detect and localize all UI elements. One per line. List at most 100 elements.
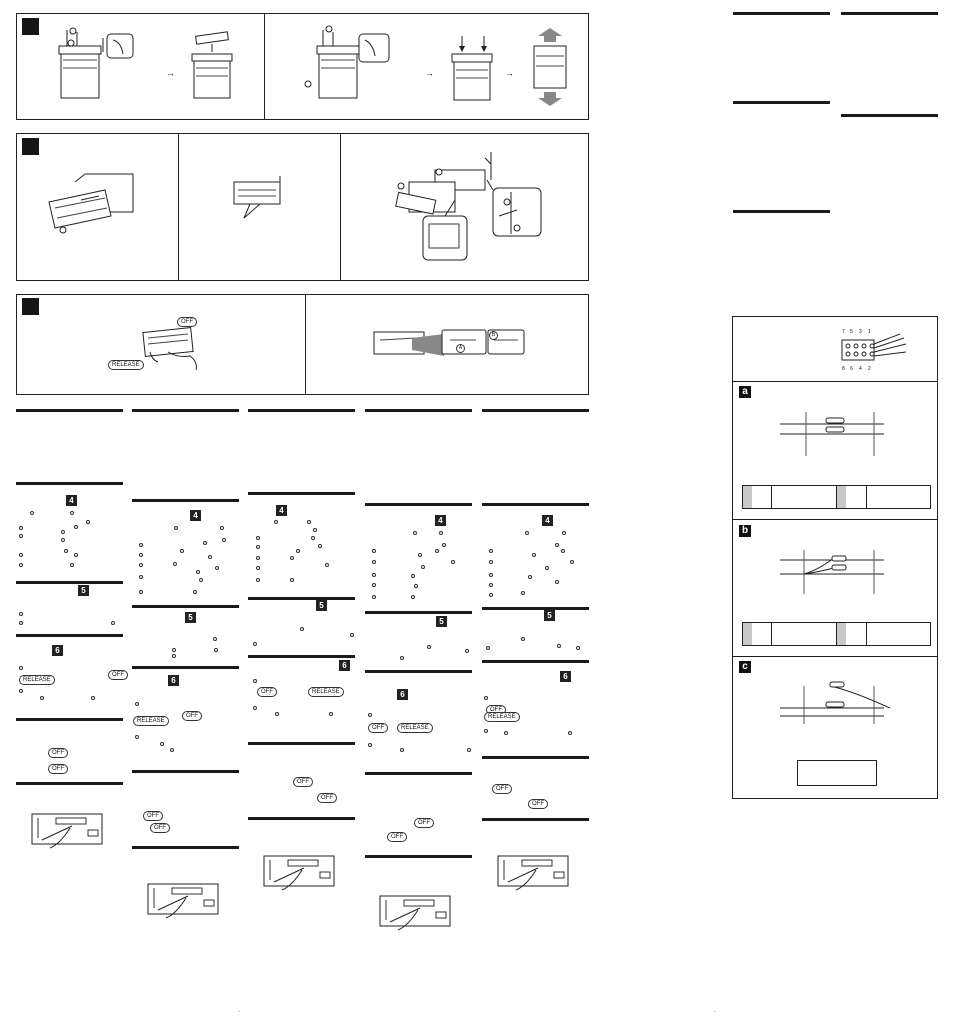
bullet (489, 549, 493, 553)
release-button-tag: RELEASE (108, 360, 144, 370)
bullet (435, 549, 439, 553)
section-rule (132, 605, 239, 608)
unit-front-reset-illustration (31, 813, 103, 849)
detach-panel-illustration (142, 327, 197, 371)
bullet (256, 578, 260, 582)
unit-screw-illustration (58, 27, 134, 99)
panel-c-marker: c (739, 661, 751, 673)
bullet (290, 556, 294, 560)
bullet (568, 731, 572, 735)
bullet (214, 648, 218, 652)
panel-b-marker: b (739, 525, 751, 537)
bullet (30, 511, 34, 515)
bullet (19, 666, 23, 670)
pin-label: 6 (850, 366, 853, 372)
off-button-tag: OFF (108, 670, 128, 680)
section-rule (132, 770, 239, 773)
bullet (465, 649, 469, 653)
bullet (521, 637, 525, 641)
panel-a-marker: a (739, 386, 751, 398)
figure-panel-mounting-1 (16, 13, 589, 120)
step-6-badge: 6 (560, 671, 571, 682)
bullet (19, 553, 23, 557)
bullet (170, 748, 174, 752)
off-button-tag: OFF (182, 711, 202, 721)
bullet (173, 562, 177, 566)
bullet (193, 590, 197, 594)
bullet (19, 534, 23, 538)
section-rule (248, 409, 355, 412)
bullet (91, 696, 95, 700)
bullet (562, 531, 566, 535)
bullet (414, 584, 418, 588)
figure-divider (264, 13, 265, 120)
bullet (521, 591, 525, 595)
step-6-badge: 6 (52, 645, 63, 656)
pin-label: 7 (842, 329, 845, 335)
section-rule (248, 597, 355, 600)
front-panel-attach-illustration (373, 329, 525, 356)
bullet (135, 735, 139, 739)
bullet (19, 689, 23, 693)
table-divider (771, 485, 772, 509)
bullet (400, 748, 404, 752)
bullet (296, 549, 300, 553)
bullet (570, 560, 574, 564)
wiring-b-illustration (780, 550, 884, 594)
bracket-assembly-illustration (395, 152, 542, 261)
bullet (325, 563, 329, 567)
bullet (215, 566, 219, 570)
step-4-badge: 4 (435, 515, 446, 526)
release-button-tag: RELEASE (484, 712, 520, 722)
bullet (139, 590, 143, 594)
note-box-c (797, 760, 877, 786)
bullet (139, 543, 143, 547)
section-rule (16, 581, 123, 584)
bullet (180, 549, 184, 553)
section-rule (132, 666, 239, 669)
bullet (74, 553, 78, 557)
release-button-tag: RELEASE (308, 687, 344, 697)
section-rule (365, 503, 472, 506)
bullet (40, 696, 44, 700)
bullet (135, 702, 139, 706)
section-rule (733, 210, 830, 213)
bullet (172, 648, 176, 652)
off-button-tag: OFF (143, 811, 163, 821)
panel-divider (732, 519, 938, 520)
table-divider (866, 622, 867, 646)
bullet (418, 553, 422, 557)
section-rule (132, 409, 239, 412)
figure-panel-removal (16, 294, 589, 395)
off-button-tag: OFF (387, 832, 407, 842)
bullet (442, 543, 446, 547)
section-rule (365, 772, 472, 775)
step-4-badge: 4 (190, 510, 201, 521)
table-divider (771, 622, 772, 646)
harness-connector-illustration (841, 333, 907, 361)
off-button-tag: OFF (414, 818, 434, 828)
bullet (318, 544, 322, 548)
figure-divider (340, 133, 341, 281)
bullet (61, 538, 65, 542)
table-divider (836, 622, 837, 646)
off-button-tag: OFF (177, 317, 197, 327)
table-divider (836, 485, 837, 509)
bullet (411, 574, 415, 578)
bullet (311, 536, 315, 540)
bullet (545, 566, 549, 570)
section-rule (365, 670, 472, 673)
section-rule (482, 818, 589, 821)
bullet (203, 541, 207, 545)
pin-label: 5 (850, 329, 853, 335)
arrow-icon: → (425, 68, 434, 78)
bullet (307, 520, 311, 524)
section-rule (365, 855, 472, 858)
figure-panel-mounting-2 (16, 133, 589, 281)
off-button-tag: OFF (492, 784, 512, 794)
bullet (70, 563, 74, 567)
bullet (74, 525, 78, 529)
section-rule (132, 499, 239, 502)
bullet (484, 696, 488, 700)
bullet (372, 560, 376, 564)
